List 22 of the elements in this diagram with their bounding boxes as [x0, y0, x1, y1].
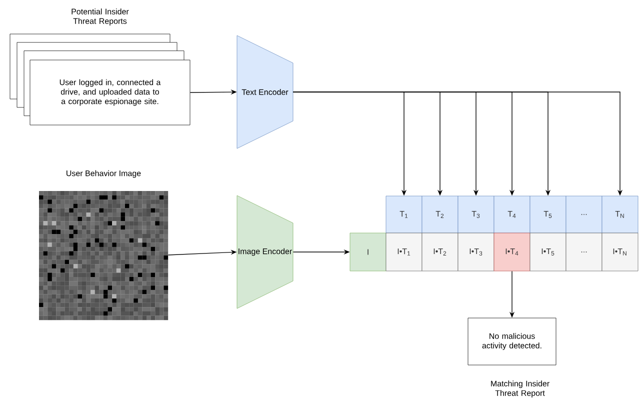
heading: Potential Insider Threat Reports: [72, 8, 129, 26]
cell: ...: [566, 232, 602, 272]
cell: I•T$_{5}$: [530, 232, 566, 272]
cell: I•T$_{2}$: [422, 232, 458, 272]
report-stack: User logged in, connected a drive, and uploaded data to a corporate espionage site.: [10, 34, 190, 126]
cell: I•T$_{4}$: [494, 232, 530, 272]
cell: T$_{1}$: [386, 196, 422, 234]
cell: I: [350, 232, 386, 272]
cell: ...: [566, 196, 602, 234]
encoder-trapezoid: Image Encoder: [236, 195, 294, 309]
cell: I•T$_{1}$: [386, 232, 422, 272]
box-caption: Matching Insider Threat Report: [491, 380, 550, 398]
cell: T$_{5}$: [530, 196, 566, 234]
cell: T$_{2}$: [422, 196, 458, 234]
report-box: No malicious activity detected.: [468, 318, 556, 366]
cell: I•T$_{3}$: [458, 232, 494, 272]
cell: T$_{4}$: [494, 196, 530, 234]
cell: I•T$_{N}$: [602, 232, 638, 272]
cell: T$_{3}$: [458, 196, 494, 234]
encoder-trapezoid: Text Encoder: [236, 35, 294, 149]
cell: T$_{N}$: [602, 196, 638, 234]
image-caption: User Behavior Image: [66, 170, 141, 178]
